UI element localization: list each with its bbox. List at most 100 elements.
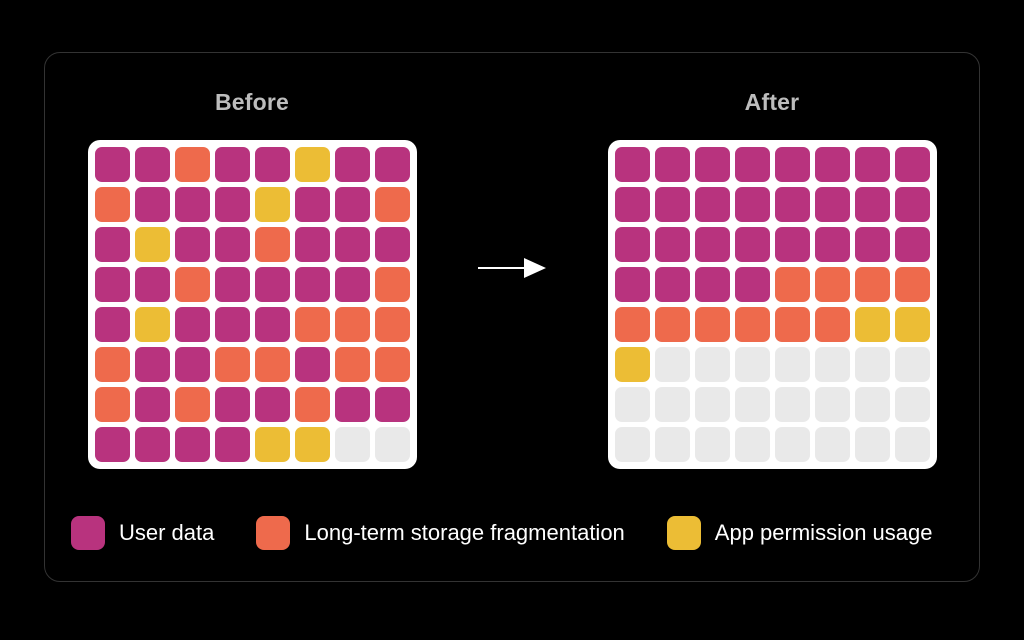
grid-cell (894, 347, 930, 382)
grid-cell (214, 307, 250, 342)
grid-cell (654, 387, 690, 422)
grid-cell (694, 267, 730, 302)
grid-cell (854, 267, 890, 302)
grids-row: Before After (45, 53, 979, 483)
grid-before[interactable] (87, 140, 417, 469)
grid-cell (654, 147, 690, 182)
grid-cell (814, 267, 850, 302)
grid-cell (214, 147, 250, 182)
grid-cell (294, 307, 330, 342)
grid-cell (174, 147, 210, 182)
legend-item: App permission usage (666, 516, 932, 550)
grid-cell (374, 387, 410, 422)
grid-cell (814, 427, 850, 462)
grid-cell (374, 147, 410, 182)
grid-cell (814, 347, 850, 382)
grid-cell (654, 427, 690, 462)
grid-cell (774, 227, 810, 262)
column-after: After (582, 53, 962, 469)
column-title-after: After (744, 89, 800, 115)
grid-cell (774, 387, 810, 422)
grid-cell (814, 307, 850, 342)
legend-swatch-yellow (666, 516, 701, 550)
grid-cell (894, 227, 930, 262)
grid-cell (254, 347, 290, 382)
grid-cell (134, 387, 170, 422)
grid-cell (614, 227, 650, 262)
grid-cell (654, 267, 690, 302)
grid-cell (734, 347, 770, 382)
grid-after[interactable] (607, 140, 937, 469)
grid-cell (854, 187, 890, 222)
grid-cell (894, 307, 930, 342)
legend-label: User data (119, 520, 215, 545)
grid-cell (894, 187, 930, 222)
grid-cell (654, 227, 690, 262)
grid-cell (334, 427, 370, 462)
grid-cell (334, 307, 370, 342)
grid-cell (894, 267, 930, 302)
column-before: Before (62, 53, 442, 469)
grid-cell (254, 387, 290, 422)
grid-cell (894, 147, 930, 182)
grid-cell (134, 267, 170, 302)
grid-cell (854, 227, 890, 262)
grid-cell (174, 227, 210, 262)
grid-cell (134, 427, 170, 462)
grid-cell (854, 347, 890, 382)
grid-cell (174, 307, 210, 342)
grid-cell (214, 387, 250, 422)
grid-cell (334, 387, 370, 422)
grid-cell (894, 427, 930, 462)
legend-swatch-pink (71, 516, 105, 550)
legend-label: Long-term storage fragmentation (304, 520, 625, 545)
grid-cell (294, 147, 330, 182)
grid-cell (254, 307, 290, 342)
grid-cell (614, 187, 650, 222)
grid-cell (174, 387, 210, 422)
grid-cell (374, 427, 410, 462)
grid-cell (694, 147, 730, 182)
grid-cell (614, 307, 650, 342)
grid-cell (254, 267, 290, 302)
grid-cell (654, 347, 690, 382)
legend-item: Long-term storage fragmentation (256, 516, 625, 550)
grid-cell (734, 147, 770, 182)
grid-cell (734, 227, 770, 262)
grid-cell (614, 147, 650, 182)
grid-cell (134, 307, 170, 342)
legend-swatch-orange (256, 516, 291, 550)
grid-cell (654, 307, 690, 342)
grid-cell (294, 347, 330, 382)
grid-cell (694, 307, 730, 342)
grid-cell (854, 307, 890, 342)
grid-cell (694, 427, 730, 462)
grid-cell (94, 227, 130, 262)
grid-cell (94, 147, 130, 182)
grid-cell (254, 227, 290, 262)
grid-cell (854, 427, 890, 462)
grid-cell (214, 187, 250, 222)
grid-cell (334, 147, 370, 182)
grid-cell (134, 147, 170, 182)
grid-cell (694, 387, 730, 422)
grid-cell (614, 267, 650, 302)
grid-cell (214, 427, 250, 462)
grid-cell (334, 227, 370, 262)
grid-cell (734, 387, 770, 422)
legend-item: User data (71, 516, 214, 550)
grid-cell (94, 187, 130, 222)
grid-cell (654, 187, 690, 222)
grid-cell (774, 147, 810, 182)
comparison-panel: Before After User data Long-term storage … (44, 52, 980, 582)
grid-cell (854, 147, 890, 182)
grid-cell (294, 387, 330, 422)
grid-cell (614, 387, 650, 422)
legend: User data Long-term storage fragmentation… (45, 483, 979, 583)
grid-cell (94, 387, 130, 422)
arrow-container (442, 53, 582, 483)
grid-cell (94, 347, 130, 382)
grid-cell (694, 227, 730, 262)
grid-cell (134, 187, 170, 222)
